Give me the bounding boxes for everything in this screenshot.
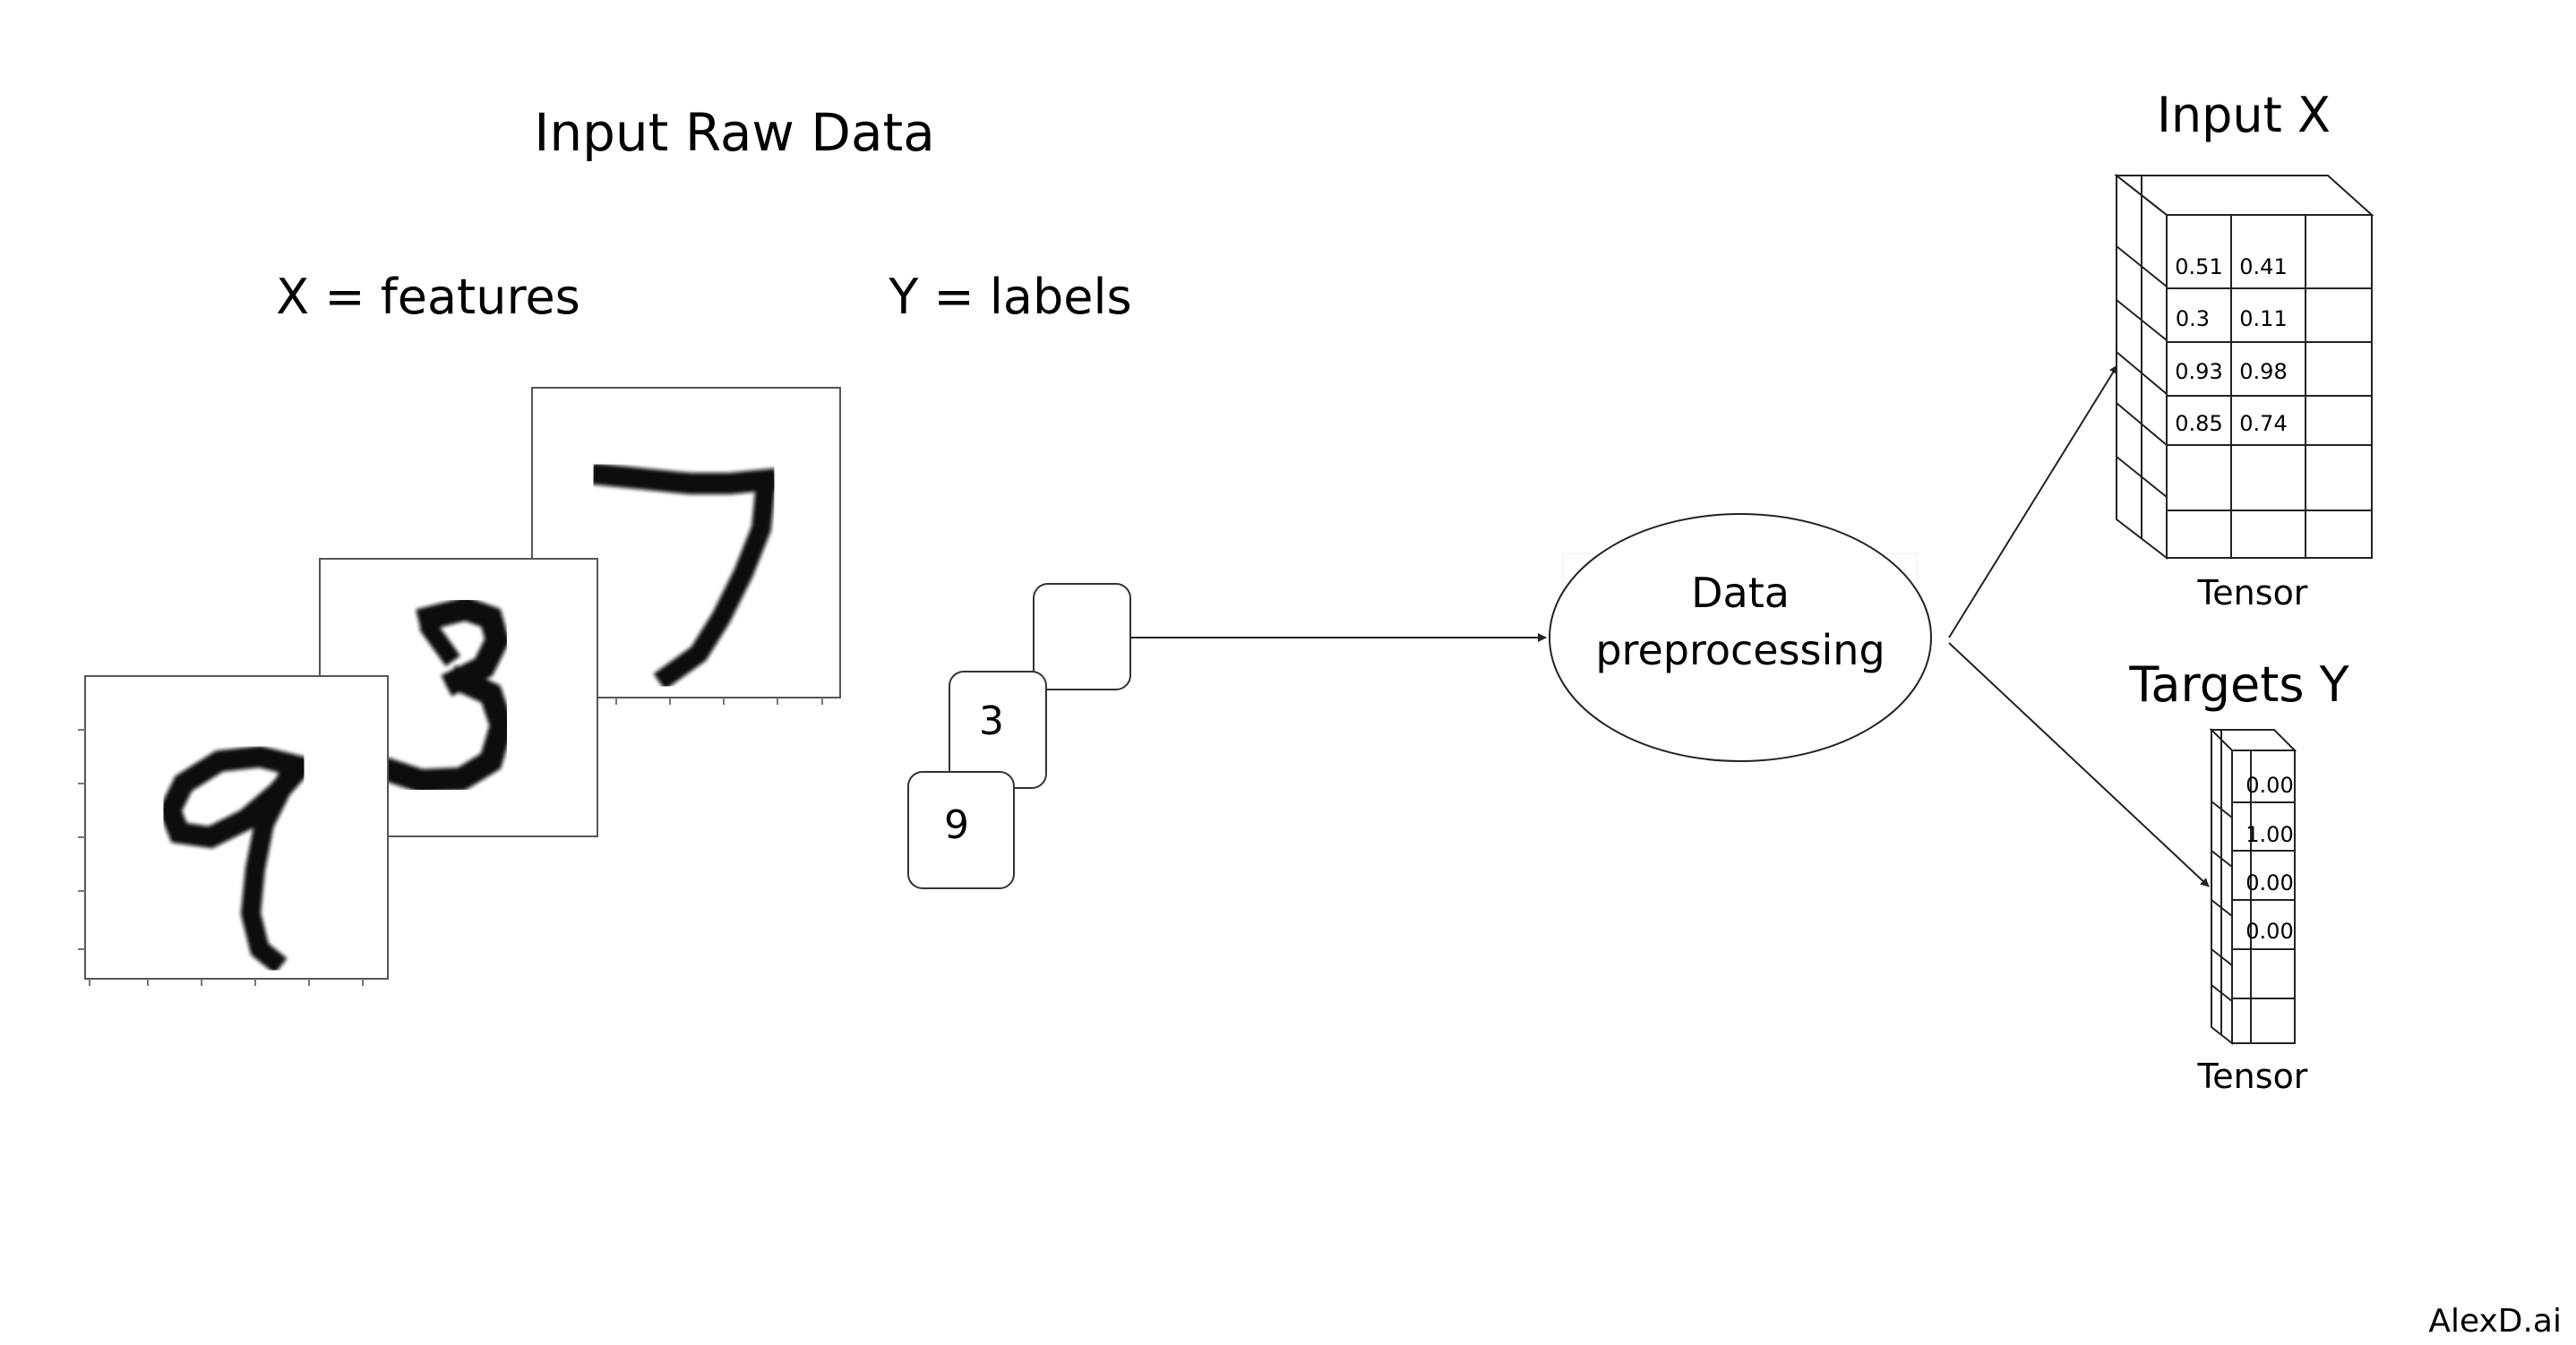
input-x-caption: Tensor xyxy=(2197,573,2308,613)
input-x-values: 0.51 0.41 0.3 0.11 0.93 0.98 0.85 0.74 xyxy=(2175,254,2287,436)
targets-y-values: 0.00 1.00 0.00 0.00 xyxy=(2245,773,2293,944)
preprocessing-line1: Data xyxy=(1691,569,1790,617)
input-x-cell: 0.74 xyxy=(2239,411,2287,436)
watermark: AlexD.ai xyxy=(2428,1303,2562,1340)
labels-label: Y = labels xyxy=(888,269,1131,325)
input-x-cell: 0.93 xyxy=(2175,359,2222,384)
targets-y-cell: 0.00 xyxy=(2245,870,2293,895)
targets-y-tensor xyxy=(2209,727,2297,1046)
targets-y-caption: Tensor xyxy=(2197,1057,2308,1096)
input-x-cell: 0.41 xyxy=(2239,254,2287,279)
input-x-cell: 0.85 xyxy=(2175,411,2222,436)
digit-image-9 xyxy=(78,675,389,986)
input-x-cell: 0.3 xyxy=(2176,306,2210,331)
handwritten-three-glyph xyxy=(379,596,514,793)
targets-y-title: Targets Y xyxy=(2128,656,2349,713)
input-x-cell: 0.11 xyxy=(2239,306,2287,331)
targets-y-cell: 0.00 xyxy=(2245,919,2293,944)
digit-image-stack xyxy=(78,387,841,986)
label-card-stack: 3 9 xyxy=(907,583,1131,889)
label-card-blank xyxy=(1033,583,1131,690)
targets-y-cell: 1.00 xyxy=(2245,822,2293,847)
features-label: X = features xyxy=(276,269,580,325)
input-x-tensor xyxy=(2114,173,2374,561)
diagram-title: Input Raw Data xyxy=(534,102,935,163)
label-card-9 xyxy=(907,771,1015,889)
label-card-3-text: 3 xyxy=(979,698,1004,744)
handwritten-seven-glyph xyxy=(589,462,778,690)
label-card-9-text: 9 xyxy=(944,802,969,848)
targets-y-cell: 0.00 xyxy=(2245,773,2293,798)
input-x-cell: 0.51 xyxy=(2175,254,2222,279)
arrow-to-input-x xyxy=(1948,364,2118,638)
input-x-title: Input X xyxy=(2157,87,2331,143)
arrow-to-targets-y xyxy=(1948,642,2210,887)
input-x-cell: 0.98 xyxy=(2239,359,2287,384)
preprocessing-node: Data preprocessing xyxy=(1549,513,1932,762)
handwritten-nine-glyph xyxy=(158,745,313,974)
preprocessing-line2: preprocessing xyxy=(1595,626,1885,674)
